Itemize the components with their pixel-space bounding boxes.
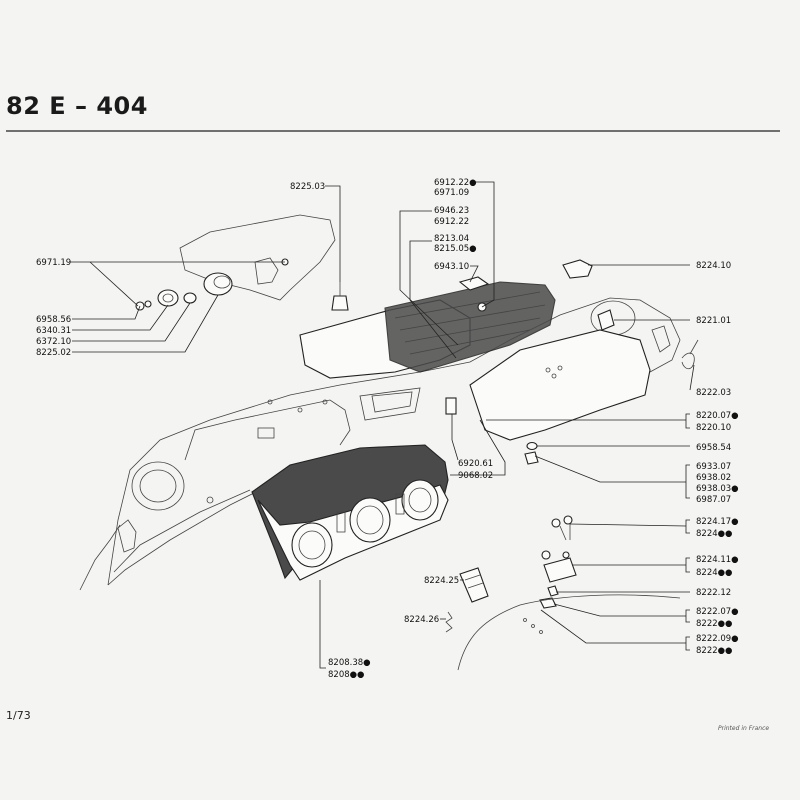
label-8222-07: 8222.07● [696, 607, 739, 617]
clip-8225-03 [331, 282, 349, 311]
label-8224-11: 8224.11● [696, 555, 739, 565]
grommet-8221-01 [597, 309, 615, 331]
switch-6958-56 [135, 300, 152, 311]
lock-8224-11 [541, 550, 577, 583]
printed-note: Printed in France [718, 725, 770, 732]
label-6971-19: 6971.19 [36, 258, 71, 268]
label-8224-17: 8224.17● [696, 517, 739, 527]
spring-8222-03 [681, 339, 699, 370]
label-8215-05: 8215.05● [434, 244, 477, 254]
label-8222-03: 8222.03 [696, 388, 731, 398]
label-8222-b: 8222●● [696, 646, 732, 656]
label-8208-38: 8208.38● [328, 658, 371, 668]
label-8224-a: 8224●● [696, 529, 732, 539]
label-8225-03: 8225.03 [290, 182, 325, 192]
socket-8225-02 [203, 272, 233, 296]
keys-8224-17 [551, 515, 573, 541]
label-8225-02: 8225.02 [36, 348, 71, 358]
label-6933-07: 6933.07 [696, 462, 731, 472]
washer-6958-54 [526, 441, 538, 451]
holes-8222-09 [523, 618, 543, 634]
nut-6933-07 [524, 451, 539, 465]
label-6971-09: 6971.09 [434, 188, 469, 198]
lower-panel-outline [457, 594, 681, 671]
page-title: 82 E – 404 [6, 92, 148, 120]
label-8224-b: 8224●● [696, 568, 732, 578]
label-6943-10: 6943.10 [434, 262, 469, 272]
spring-8224-26 [445, 611, 453, 633]
catch-8224-10 [562, 259, 593, 279]
label-6958-56: 6958.56 [36, 315, 71, 325]
hinge-8224-25 [459, 567, 489, 603]
leader-lines [70, 181, 695, 669]
glove-box-lid [469, 329, 651, 441]
dashboard-shell [79, 297, 681, 591]
label-6920-61: 6920.61 [458, 459, 493, 469]
label-8222-12: 8222.12 [696, 588, 731, 598]
page-footer: 1/73 [6, 709, 31, 722]
label-8224-26: 8224.26 [404, 615, 439, 625]
label-8224-25: 8224.25 [424, 576, 459, 586]
part-labels: 8225.03 6912.22● 6971.09 6946.23 6912.22… [36, 178, 739, 680]
label-6372-10: 6372.10 [36, 337, 71, 347]
label-6912-22-a: 6912.22● [434, 178, 477, 188]
label-6938-02: 6938.02 [696, 473, 731, 483]
label-6958-54: 6958.54 [696, 443, 731, 453]
label-6340-31: 6340.31 [36, 326, 71, 336]
label-8222-a: 8222●● [696, 619, 732, 629]
binnacle-hood [299, 281, 556, 379]
label-9068-02: 9068.02 [458, 471, 493, 481]
label-8224-10: 8224.10 [696, 261, 731, 271]
latch-8222-12 [547, 585, 559, 597]
label-6946-23: 6946.23 [434, 206, 469, 216]
label-8213-04: 8213.04 [434, 234, 469, 244]
label-8208: 8208●● [328, 670, 364, 680]
label-8220-07: 8220.07● [696, 411, 739, 421]
label-6912-22-b: 6912.22 [434, 217, 469, 227]
label-6938-03: 6938.03● [696, 484, 739, 494]
upper-dash-cover [179, 214, 336, 301]
bulb-6372-10 [183, 292, 197, 304]
lighter-6340-31 [157, 289, 179, 307]
label-6987-07: 6987.07 [696, 495, 731, 505]
label-8222-09: 8222.09● [696, 634, 739, 644]
bolt-6920-61 [445, 397, 457, 415]
instrument-cluster [251, 444, 449, 581]
label-8220-10: 8220.10 [696, 423, 731, 433]
label-8221-01: 8221.01 [696, 316, 731, 326]
